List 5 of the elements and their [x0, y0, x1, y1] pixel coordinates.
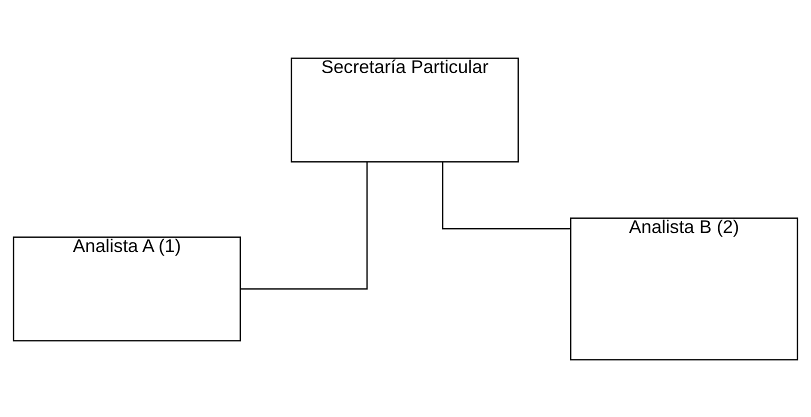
- node-box: Secretaría Particular: [290, 57, 519, 162]
- connector: [240, 162, 368, 290]
- node-box: Analista A (1): [12, 236, 241, 341]
- connector: [442, 162, 570, 229]
- node-box: Analista B (2): [570, 217, 798, 360]
